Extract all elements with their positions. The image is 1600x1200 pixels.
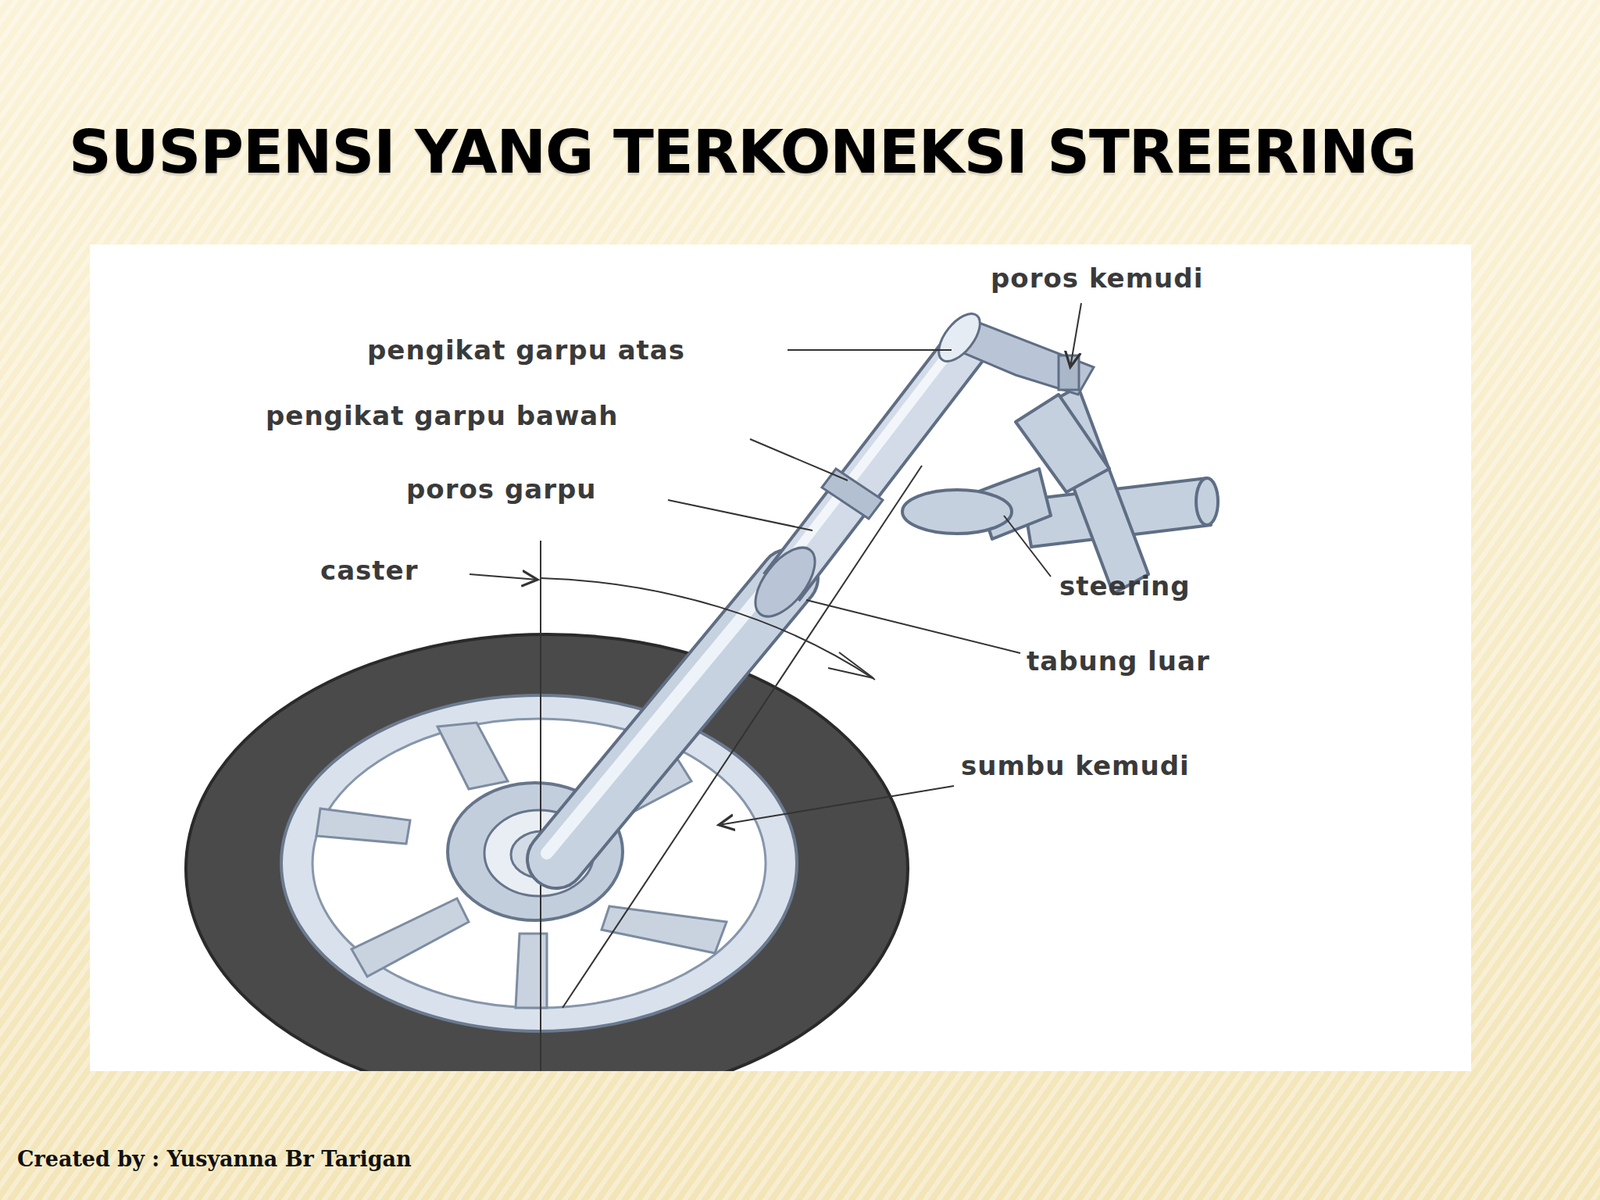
part-label: caster: [320, 554, 418, 586]
outer-tube-highlight: [546, 571, 780, 854]
steering-stem: [1058, 355, 1079, 390]
outer-tube-outline: [556, 578, 790, 860]
part-label: pengikat garpu bawah: [265, 400, 619, 432]
part-label: poros garpu: [406, 473, 597, 505]
tube-collar: [743, 537, 826, 627]
outer-tube: [556, 578, 790, 860]
fork-top-cap: [931, 307, 989, 369]
lower-fork-clamp: [821, 468, 883, 519]
vertical-reference-line: [539, 540, 542, 1072]
part-label: poros kemudi: [990, 262, 1204, 294]
part-label: steering: [1059, 570, 1191, 602]
part-label: pengikat garpu atas: [367, 334, 686, 366]
wheel-assembly: [185, 465, 922, 1072]
steering-bracket: [902, 386, 1218, 594]
slide-title: SUSPENSI YANG TERKONEKSI STREERING: [68, 117, 1538, 187]
part-label: sumbu kemudi: [960, 750, 1190, 782]
leader-lines: [469, 303, 1082, 825]
author-credit: Created by : Yusyanna Br Tarigan: [17, 1146, 412, 1172]
part-label: tabung luar: [1026, 645, 1211, 677]
steering-axis-line: [562, 465, 922, 1008]
caster-arc-head: [828, 652, 874, 679]
caster-angle-arc: [540, 578, 875, 680]
